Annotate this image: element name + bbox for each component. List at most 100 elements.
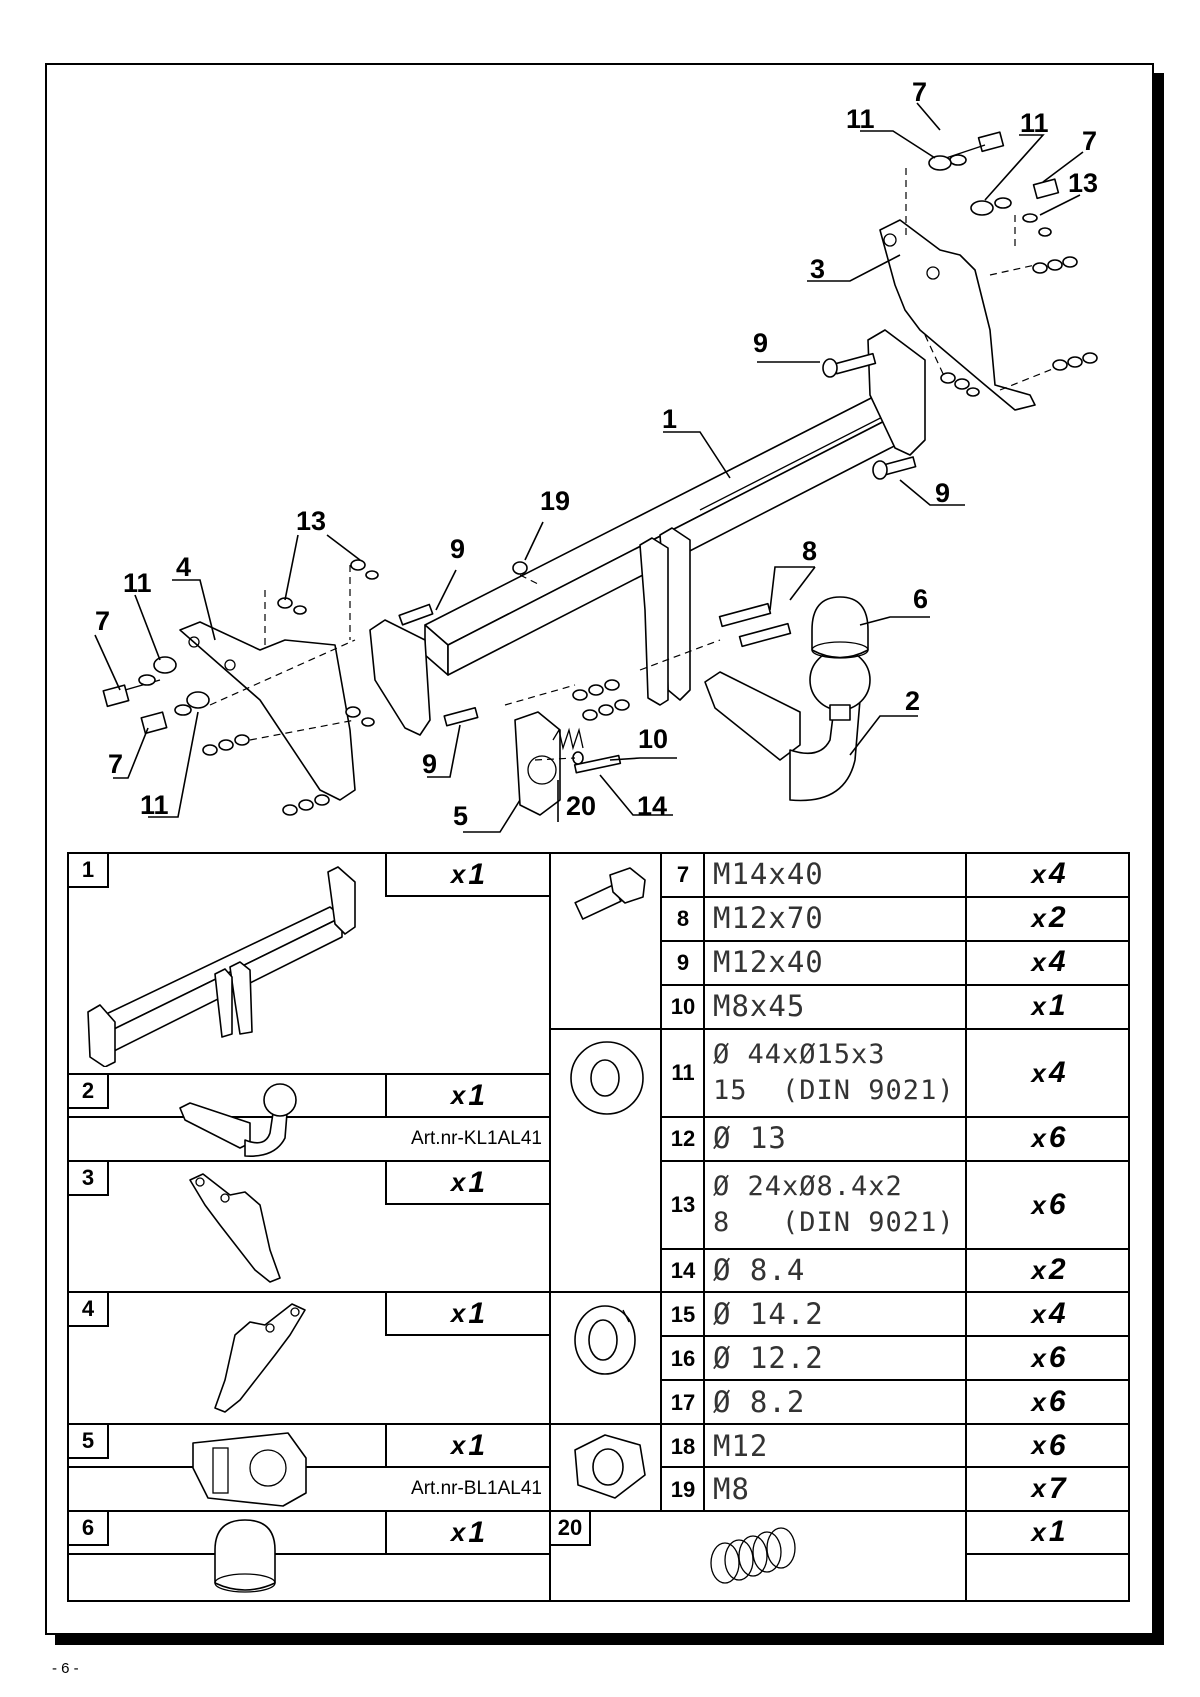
towball-part-2 bbox=[704, 649, 871, 802]
part-number-10: 10 bbox=[670, 994, 696, 1019]
lock-washer-thumbnail bbox=[574, 1305, 636, 1375]
callout-3: 3 bbox=[810, 254, 825, 284]
part-number-2: 2 bbox=[67, 1073, 109, 1109]
callout-5: 5 bbox=[453, 801, 468, 831]
callout-13: 13 bbox=[1068, 168, 1098, 198]
callout-10: 10 bbox=[638, 724, 668, 754]
towball-thumbnail bbox=[179, 1083, 297, 1157]
part-number-19: 19 bbox=[670, 1477, 696, 1502]
part-spec-19: M8 bbox=[713, 1471, 750, 1506]
callout-9: 9 bbox=[935, 478, 950, 508]
page-number: - 6 - bbox=[52, 1660, 79, 1677]
bar-right-plate bbox=[867, 329, 926, 456]
ball-cover-part-6 bbox=[811, 596, 869, 659]
part-number-17: 17 bbox=[670, 1390, 696, 1415]
part-number-16: 16 bbox=[670, 1346, 696, 1371]
exploded-diagram: 7 11 11 7 13 3 9 1 9 19 13 9 8 6 4 11 7 … bbox=[94, 77, 1098, 833]
part-number-20: 20 bbox=[549, 1510, 591, 1546]
callout-7: 7 bbox=[912, 77, 927, 107]
part-spec-15: Ø 14.2 bbox=[713, 1297, 824, 1331]
part-number-12: 12 bbox=[670, 1126, 696, 1151]
bracket-part-3 bbox=[879, 219, 1036, 411]
part-number-14: 14 bbox=[670, 1258, 696, 1283]
callout-11: 11 bbox=[846, 104, 875, 134]
part-artnr-2: Art.nr-KL1AL41 bbox=[411, 1128, 542, 1149]
part-spec-9: M12x40 bbox=[713, 945, 824, 979]
leader-lines bbox=[94, 102, 1084, 833]
part-number-4: 4 bbox=[67, 1291, 109, 1327]
callout-11: 11 bbox=[1020, 108, 1049, 138]
callout-9: 9 bbox=[753, 328, 768, 358]
bracket-left-thumbnail bbox=[214, 1303, 306, 1413]
callout-4: 4 bbox=[176, 552, 191, 582]
socket-plate-thumbnail bbox=[192, 1432, 307, 1507]
part-spec-7: M14x40 bbox=[713, 857, 824, 891]
part-number-7: 7 bbox=[676, 862, 690, 887]
bolt-thumbnail bbox=[574, 867, 646, 920]
part-spec-16: Ø 12.2 bbox=[713, 1341, 824, 1375]
part-spec-17: Ø 8.2 bbox=[713, 1385, 806, 1419]
callout-8: 8 bbox=[802, 536, 817, 566]
crossbar-thumbnail bbox=[87, 866, 356, 1067]
bar-center-hanger-2 bbox=[639, 537, 669, 706]
callout-7: 7 bbox=[95, 606, 110, 636]
callout-2: 2 bbox=[905, 686, 920, 716]
callout-13: 13 bbox=[296, 506, 326, 536]
part-number-8: 8 bbox=[676, 906, 690, 931]
part-number-18: 18 bbox=[670, 1434, 696, 1459]
part-artnr-5: Art.nr-BL1AL41 bbox=[411, 1478, 542, 1499]
callout-6: 6 bbox=[913, 584, 928, 614]
ball-cover-thumbnail bbox=[214, 1519, 276, 1593]
callout-labels: 7 11 11 7 13 3 9 1 9 19 13 9 8 6 4 11 7 … bbox=[95, 77, 1098, 831]
part-spec-12: Ø 13 bbox=[713, 1121, 787, 1155]
parts-table-border bbox=[67, 852, 1130, 1602]
callout-11: 11 bbox=[123, 568, 152, 598]
bar-left-plate bbox=[369, 619, 431, 736]
part-spec-8: M12x70 bbox=[713, 901, 824, 935]
part-number-1: 1 bbox=[67, 852, 109, 888]
part-number-3: 3 bbox=[67, 1160, 109, 1196]
part-number-5: 5 bbox=[67, 1423, 109, 1459]
callout-20: 20 bbox=[566, 791, 596, 821]
callout-7: 7 bbox=[108, 749, 123, 779]
part-spec-14: Ø 8.4 bbox=[713, 1253, 806, 1287]
part-number-6: 6 bbox=[67, 1510, 109, 1546]
callout-9: 9 bbox=[450, 534, 465, 564]
washer-thumbnail bbox=[570, 1041, 644, 1115]
part-number-9: 9 bbox=[676, 950, 690, 975]
bracket-part-4 bbox=[179, 621, 356, 801]
part-spec-10: M8x45 bbox=[713, 989, 806, 1023]
callout-11: 11 bbox=[140, 790, 169, 820]
nut-thumbnail bbox=[574, 1434, 646, 1499]
callout-9: 9 bbox=[422, 749, 437, 779]
assembly-lines bbox=[209, 168, 1056, 761]
callout-14: 14 bbox=[637, 791, 667, 821]
socket-plate-part-5 bbox=[514, 711, 561, 816]
callout-1: 1 bbox=[662, 404, 677, 434]
part-number-15: 15 bbox=[670, 1302, 696, 1327]
callout-19: 19 bbox=[540, 486, 570, 516]
bracket-right-thumbnail bbox=[189, 1173, 281, 1283]
part-spec-18: M12 bbox=[713, 1428, 769, 1463]
